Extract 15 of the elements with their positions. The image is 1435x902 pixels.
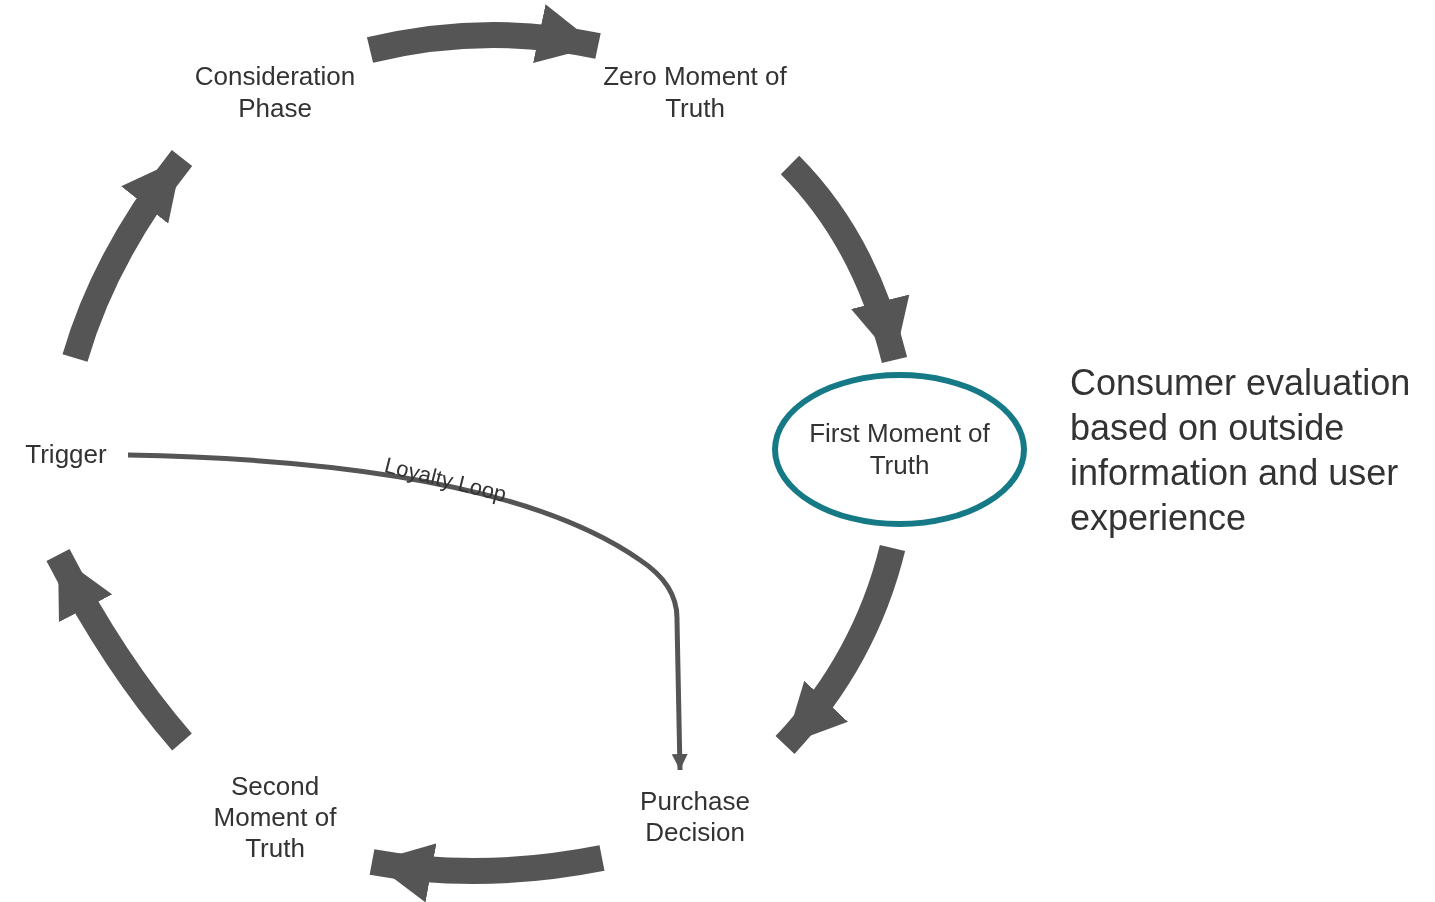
loop-arrow xyxy=(127,452,688,771)
curved-arrow xyxy=(367,5,601,65)
step-label: Consideration Phase xyxy=(180,55,370,130)
curved-arrow xyxy=(369,842,605,902)
step-label: Trigger xyxy=(12,435,120,475)
description-text: Consumer evaluation based on outside information and user experience xyxy=(1070,361,1412,540)
step-label: Zero Moment of Truth xyxy=(600,55,790,130)
step-label: Second Moment of Truth xyxy=(195,765,355,870)
curved-arrow xyxy=(775,544,906,754)
curved-arrow xyxy=(780,156,909,364)
step-label: Purchase Decision xyxy=(615,782,775,852)
curved-arrow xyxy=(62,150,193,362)
edge-label: Loyalty Loop xyxy=(381,451,511,509)
node-text: First Moment of Truth xyxy=(808,418,991,481)
curved-arrow xyxy=(46,548,192,751)
